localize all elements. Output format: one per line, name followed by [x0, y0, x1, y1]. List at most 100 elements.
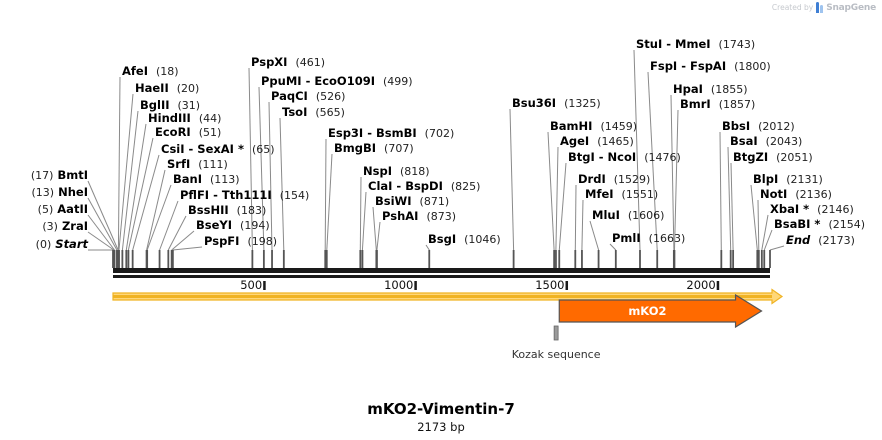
site-name: Bsu36I: [512, 96, 557, 110]
site-position: (154): [279, 189, 310, 202]
restriction-site-label-bmti[interactable]: (17) BmtI: [30, 169, 88, 182]
restriction-site-label-pmli[interactable]: PmlI (1663): [612, 232, 686, 245]
restriction-site-label-srfi[interactable]: SrfI (111): [167, 158, 228, 170]
leader-line: [547, 131, 555, 251]
restriction-site-label-pshai[interactable]: PshAI (873): [382, 210, 456, 222]
ruler-tick-label-500: 500: [240, 278, 263, 292]
site-name: BsgI: [428, 232, 457, 246]
restriction-site-label-fspi-fspai[interactable]: FspI - FspAI (1800): [650, 60, 771, 72]
restriction-site-label-btgzi[interactable]: BtgZI (2051): [733, 151, 813, 163]
restriction-site-label-mfei[interactable]: MfeI (1551): [585, 188, 658, 200]
restriction-site-label-bsai[interactable]: BsaI (2043): [730, 135, 803, 148]
site-position: (1459): [600, 120, 638, 133]
restriction-site-label-zrai[interactable]: (3) ZraI: [42, 220, 88, 232]
restriction-site-label-tsoi[interactable]: TsoI (565): [282, 105, 345, 119]
site-name: HindIII: [148, 111, 191, 125]
restriction-site-label-end[interactable]: End (2173): [786, 234, 855, 247]
restriction-site-label-nhei[interactable]: (13) NheI: [32, 186, 89, 198]
leader-line: [159, 200, 179, 251]
leader-line: [125, 123, 147, 251]
site-position: (1663): [648, 232, 686, 245]
restriction-site-label-stui-mmei[interactable]: StuI - MmeI (1743): [636, 37, 755, 51]
leader-line: [118, 93, 134, 251]
restriction-site-label-bsshii[interactable]: BssHII (183): [188, 204, 266, 216]
leader-line: [248, 67, 253, 251]
restriction-site-label-btgi-ncoi[interactable]: BtgI - NcoI (1476): [568, 151, 681, 163]
restriction-site-label-afei[interactable]: AfeI (18): [122, 65, 179, 78]
restriction-site-label-bsabi-[interactable]: BsaBI * (2154): [774, 218, 866, 231]
leader-line: [558, 162, 567, 251]
restriction-site-label-nspi[interactable]: NspI (818): [363, 165, 430, 178]
restriction-site-label-mlui[interactable]: MluI (1606): [592, 209, 664, 221]
page-subtitle: 2173 bp: [417, 420, 465, 434]
site-name: BsiWI: [375, 194, 412, 208]
restriction-site-label-ecori[interactable]: EcoRI (51): [155, 126, 221, 138]
site-tick-btgi-ncoi: [558, 250, 561, 268]
restriction-site-label-bsiwi[interactable]: BsiWI (871): [375, 194, 450, 208]
site-tick-bbsi: [720, 250, 723, 268]
site-position: (818): [400, 165, 430, 178]
restriction-site-label-hpai[interactable]: HpaI (1855): [673, 83, 748, 96]
ruler-tick: [263, 281, 266, 290]
restriction-site-label-start[interactable]: (0) Start: [36, 238, 88, 250]
site-tick-fspi-fspai: [656, 250, 659, 268]
site-tick-ppumi-ecoo109i: [262, 250, 265, 268]
feature-label-mko2[interactable]: mKO2: [628, 304, 667, 318]
leader-line: [324, 138, 327, 251]
restriction-site-label-bmri[interactable]: BmrI (1857): [680, 98, 755, 110]
site-tick-btgzi: [732, 250, 735, 268]
leader-line: [555, 146, 559, 251]
site-position: (2043): [765, 135, 803, 148]
site-name: AgeI: [560, 134, 590, 148]
leader-line: [376, 221, 381, 251]
leader-line: [425, 244, 430, 251]
leader-line: [719, 131, 722, 251]
site-name: TsoI: [282, 105, 308, 119]
leader-line: [574, 184, 577, 251]
restriction-site-label-bseyi[interactable]: BseYI (194): [196, 219, 270, 232]
site-position: (18): [156, 65, 179, 78]
site-tick-blpi: [756, 250, 759, 268]
site-position: (194): [240, 219, 270, 232]
restriction-site-label-paqci[interactable]: PaqCI (526): [271, 90, 346, 103]
restriction-site-label-esp3i-bsmbi[interactable]: Esp3I - BsmBI (702): [328, 127, 454, 139]
site-position: (2131): [786, 173, 823, 186]
ruler-tick: [414, 281, 417, 290]
restriction-site-label-aatii[interactable]: (5) AatII: [37, 203, 88, 216]
site-position: (526): [315, 90, 346, 103]
restriction-site-label-haeii[interactable]: HaeII (20): [135, 82, 199, 94]
backbone-baseline: [113, 275, 770, 278]
site-position: (707): [384, 142, 414, 155]
site-name: PpuMI - EcoO109I: [261, 74, 375, 88]
restriction-site-label-pspfi[interactable]: PspFI (198): [204, 235, 277, 247]
site-position: (2154): [828, 218, 866, 231]
site-position: (1465): [597, 135, 634, 148]
restriction-site-label-clai-bspdi[interactable]: ClaI - BspDI (825): [368, 180, 480, 192]
restriction-site-label-ppumi-ecoo109i[interactable]: PpuMI - EcoO109I (499): [261, 74, 413, 88]
restriction-site-label-bsu36i[interactable]: Bsu36I (1325): [512, 96, 601, 110]
restriction-site-label-bamhi[interactable]: BamHI (1459): [550, 120, 638, 133]
restriction-site-label-bglii[interactable]: BglII (31): [140, 99, 201, 112]
site-position: (2173): [818, 234, 855, 247]
site-name: StuI - MmeI: [636, 37, 711, 51]
restriction-site-label-bmgbi[interactable]: BmgBI (707): [334, 142, 414, 155]
restriction-site-label-csii-sexai-[interactable]: CsiI - SexAI * (65): [161, 143, 275, 155]
site-position: (5): [37, 203, 54, 216]
restriction-site-label-pspxi[interactable]: PspXI (461): [251, 56, 325, 68]
site-position: (31): [177, 99, 201, 112]
restriction-site-label-xbai-[interactable]: XbaI * (2146): [770, 203, 854, 215]
restriction-site-label-bsgi[interactable]: BsgI (1046): [428, 232, 501, 246]
site-position: (17): [30, 169, 54, 182]
restriction-site-label-agei[interactable]: AgeI (1465): [560, 134, 634, 148]
restriction-site-label-pflfi-tth111i[interactable]: PflFI - Tth111I (154): [180, 189, 310, 202]
restriction-site-label-drdi[interactable]: DrdI (1529): [578, 173, 650, 185]
restriction-site-label-noti[interactable]: NotI (2136): [760, 188, 832, 200]
restriction-site-label-bbsi[interactable]: BbsI (2012): [722, 120, 795, 132]
restriction-site-label-blpi[interactable]: BlpI (2131): [753, 173, 823, 186]
site-position: (1855): [710, 83, 748, 96]
restriction-site-label-bani[interactable]: BanI (113): [173, 173, 240, 185]
feature-label-kozak-sequence[interactable]: Kozak sequence: [511, 348, 601, 361]
site-tick-haeii: [118, 250, 120, 268]
restriction-site-label-hindiii[interactable]: HindIII (44): [148, 111, 221, 125]
site-position: (871): [419, 195, 450, 208]
